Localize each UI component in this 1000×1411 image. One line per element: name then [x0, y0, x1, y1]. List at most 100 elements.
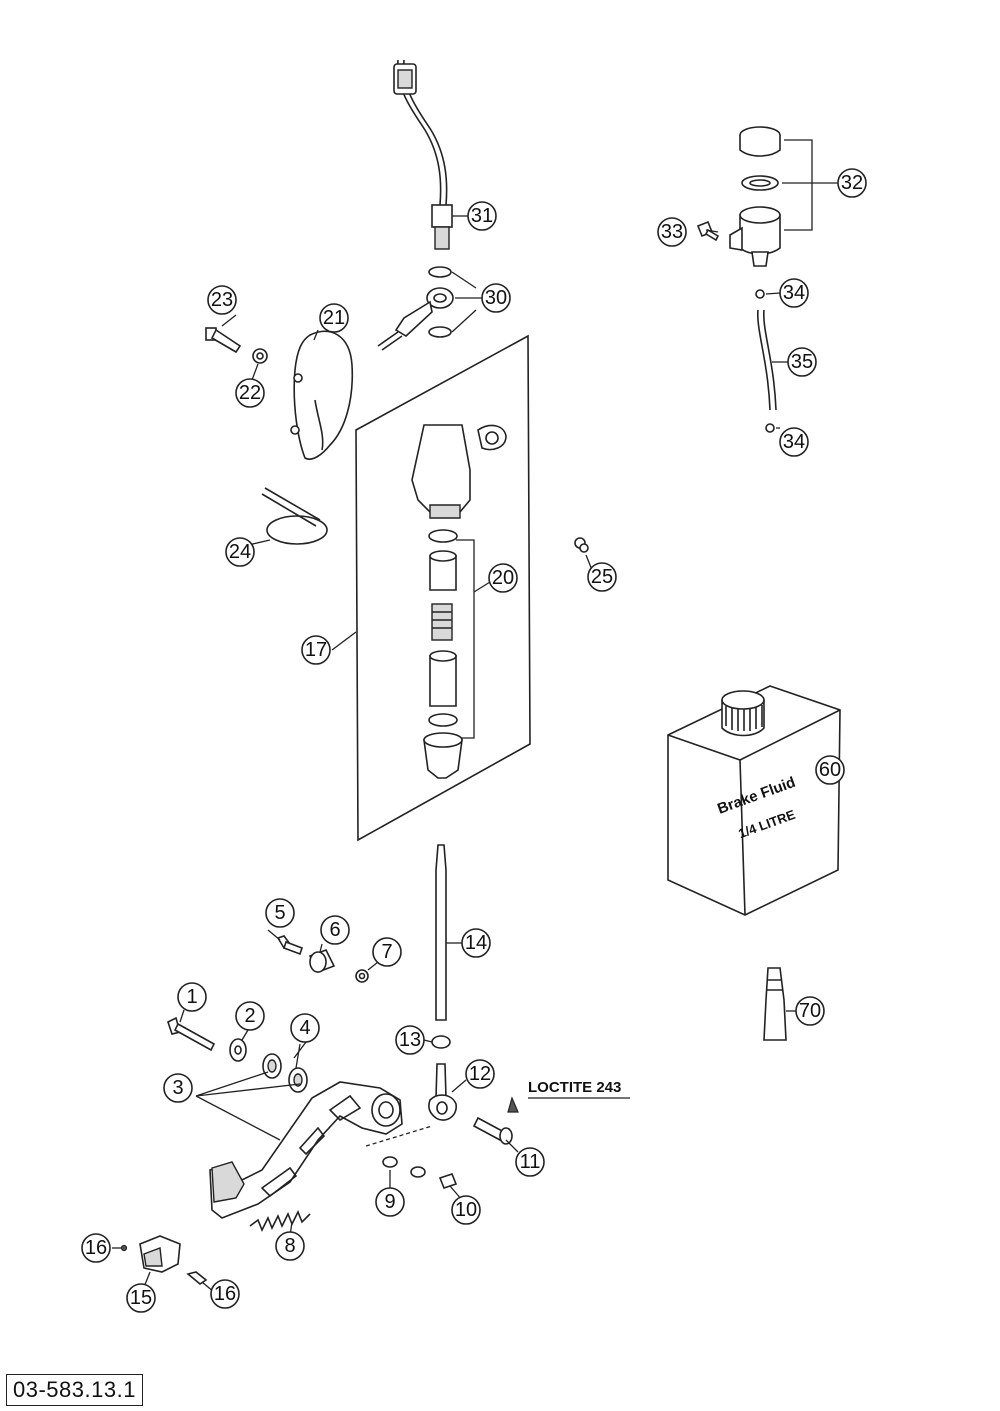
callout-31: 31	[467, 201, 497, 231]
svg-text:34: 34	[783, 282, 805, 304]
bolt-11-part	[472, 1116, 513, 1145]
brake-fluid-container-part	[667, 685, 841, 916]
svg-text:35: 35	[791, 351, 813, 373]
svg-text:2: 2	[244, 1005, 255, 1027]
svg-text:8: 8	[284, 1235, 295, 1257]
clevis-12-part	[428, 1063, 457, 1121]
svg-text:24: 24	[229, 541, 251, 563]
nut-13-part	[431, 1035, 451, 1049]
svg-text:33: 33	[661, 221, 683, 243]
seal-kit-part	[423, 529, 491, 779]
svg-text:15: 15	[130, 1287, 152, 1309]
callout-2: 2	[235, 1001, 265, 1031]
screw-16-part	[186, 1271, 208, 1285]
callout-16: 16	[210, 1279, 240, 1309]
master-cylinder-cover-part	[290, 330, 354, 460]
svg-text:11: 11	[520, 1151, 541, 1173]
svg-text:10: 10	[455, 1199, 477, 1221]
svg-text:13: 13	[399, 1029, 421, 1051]
callout-13: 13	[395, 1025, 425, 1055]
callout-4: 4	[290, 1013, 320, 1043]
svg-text:1: 1	[186, 986, 197, 1008]
callout-12: 12	[465, 1059, 495, 1089]
callout-15: 15	[126, 1283, 156, 1313]
svg-text:6: 6	[329, 919, 340, 941]
callout-22: 21	[319, 303, 349, 333]
svg-text:60: 60	[819, 759, 841, 781]
svg-text:5: 5	[274, 902, 285, 924]
callout-32: 32	[837, 168, 867, 198]
svg-text:12: 12	[469, 1063, 491, 1085]
drawing-number: 03-583.13.1	[6, 1374, 143, 1406]
bushing-6-part	[308, 948, 336, 974]
nut-23-part	[252, 348, 268, 364]
svg-text:9: 9	[384, 1191, 395, 1213]
callout-9: 9	[375, 1187, 405, 1217]
callout-17: 16	[81, 1233, 111, 1263]
master-cylinder-group-outline	[355, 334, 531, 842]
svg-text:16: 16	[214, 1283, 236, 1305]
bolt-24-part	[205, 327, 242, 354]
svg-text:31: 31	[471, 205, 493, 227]
bracket-15-part	[139, 1235, 181, 1273]
reservoir-cap-part	[739, 126, 781, 157]
callout-35: 35	[787, 347, 817, 377]
spring-8-part	[249, 1210, 311, 1232]
pin-17-part	[120, 1244, 128, 1252]
svg-text:34: 34	[783, 431, 805, 453]
washer-9-part	[382, 1156, 426, 1178]
master-cylinder-body-part	[411, 424, 507, 519]
callout-8: 8	[275, 1231, 305, 1261]
callout-14: 14	[461, 928, 491, 958]
svg-text:70: 70	[799, 1000, 821, 1022]
nut-10-part	[438, 1173, 458, 1189]
bolt-1-part	[167, 1016, 216, 1052]
callout-25: 24	[225, 537, 255, 567]
callout-26: 25	[587, 562, 617, 592]
nut-7-part	[355, 969, 369, 983]
callout-7: 7	[372, 937, 402, 967]
svg-text:4: 4	[299, 1017, 310, 1039]
callout-5: 5	[265, 898, 295, 928]
svg-text:7: 7	[381, 941, 392, 963]
callout-10: 10	[451, 1195, 481, 1225]
callout-6: 6	[320, 915, 350, 945]
cable-tie-part	[261, 487, 328, 545]
screw-33-part	[696, 220, 720, 242]
callout-23: 22	[235, 378, 265, 408]
svg-text:17: 17	[305, 639, 327, 661]
callout-20: 17	[301, 635, 331, 665]
reservoir-body-part	[729, 206, 781, 267]
callout-34-top: 34	[779, 278, 809, 308]
callout-34-bottom: 34	[779, 427, 809, 457]
brake-light-switch-part	[393, 59, 453, 250]
callout-11: 11	[515, 1147, 545, 1177]
callout-30: 30	[481, 283, 511, 313]
loctite-note: LOCTITE 243	[528, 1079, 621, 1096]
callout-70: 70	[795, 996, 825, 1026]
screw-5-part	[276, 935, 304, 956]
svg-text:23: 23	[211, 289, 233, 311]
washer-2-part	[229, 1038, 247, 1062]
hose-35-part	[756, 309, 777, 411]
callout-21: 20	[488, 563, 518, 593]
callout-60: 60	[815, 755, 845, 785]
svg-text:25: 25	[591, 566, 613, 588]
nut-26-part	[574, 537, 589, 553]
svg-text:16: 16	[85, 1237, 107, 1259]
svg-text:22: 22	[239, 382, 261, 404]
svg-text:3: 3	[172, 1077, 183, 1099]
brake-pedal-part	[209, 1081, 403, 1219]
hose-clamp-34-part	[755, 289, 775, 433]
banjo-fitting-part	[377, 266, 454, 351]
grease-tube-part	[763, 967, 787, 1041]
callout-1: 1	[177, 982, 207, 1012]
push-rod-part	[435, 844, 447, 1021]
svg-text:21: 21	[323, 307, 345, 329]
callout-33: 33	[657, 217, 687, 247]
svg-text:32: 32	[841, 172, 863, 194]
svg-text:30: 30	[485, 287, 507, 309]
svg-text:20: 20	[492, 567, 514, 589]
callout-3: 3	[163, 1073, 193, 1103]
